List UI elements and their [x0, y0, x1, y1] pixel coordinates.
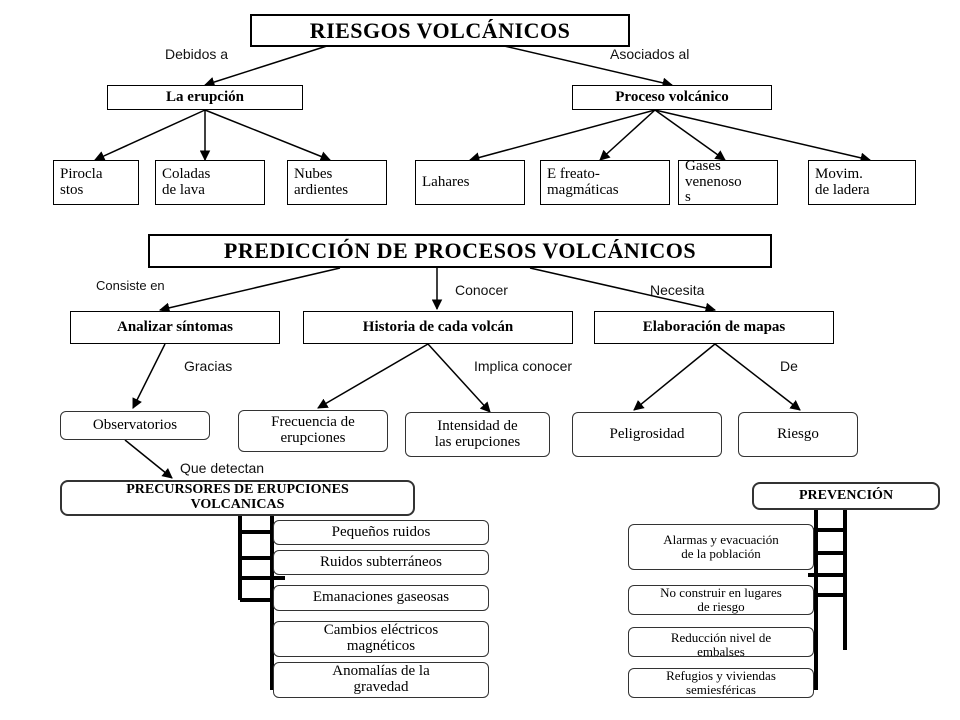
elaboracion-mapas-node: Elaboración de mapas — [594, 311, 834, 344]
gases-text: Gases venenoso s — [685, 160, 742, 205]
connector-gases — [654, 109, 726, 161]
freatomagmaticas-text: E freato- magmáticas — [547, 165, 619, 198]
connector-lahares — [468, 109, 656, 163]
connector-piroclastos — [94, 109, 206, 161]
prevencion-text: PREVENCIÓN — [798, 487, 894, 503]
prediccion-title: PREDICCIÓN DE PROCESOS VOLCÁNICOS — [148, 234, 772, 268]
intensidad-text: Intensidad de las erupciones — [434, 417, 521, 450]
connector-gracias — [132, 343, 166, 409]
proceso-volcanico-node: Proceso volcánico — [572, 85, 772, 110]
analizar-text: Analizar síntomas — [117, 318, 233, 335]
prevencion-text-2: Reducción nivel de embalses — [670, 630, 772, 657]
precursor-text-1: Ruidos subterráneos — [319, 553, 443, 570]
connector-necesita — [529, 267, 717, 314]
proceso-text: Proceso volcánico — [615, 88, 729, 105]
prevencion-text-0: Alarmas y evacuación de la población — [663, 532, 779, 561]
prediccion-title-text: PREDICCIÓN DE PROCESOS VOLCÁNICOS — [223, 238, 697, 264]
connector-riesgo — [714, 343, 801, 411]
movim-text: Movim. de ladera — [815, 165, 870, 198]
connector-nubes — [204, 109, 331, 162]
label-de: De — [780, 358, 798, 374]
precursores-text: PRECURSORES DE ERUPCIONES VOLCANICAS — [126, 482, 349, 512]
freatomagmaticas-node: E freato- magmáticas — [540, 160, 670, 205]
erupcion-text: La erupción — [166, 88, 244, 105]
prevencion-alarmas: Alarmas y evacuación de la población — [628, 524, 814, 570]
nubes-text: Nubes ardientes — [294, 165, 349, 198]
prevencion-text-3: Refugios y viviendas semiesféricas — [666, 668, 776, 697]
label-asociados: Asociados al — [610, 46, 690, 62]
prevencion-refugios: Refugios y viviendas semiesféricas — [628, 668, 814, 698]
connector-intensidad — [427, 343, 491, 413]
riesgo-node: Riesgo — [738, 412, 858, 457]
frecuencia-node: Frecuencia de erupciones — [238, 410, 388, 452]
connector-consiste — [158, 267, 341, 313]
precursor-emanaciones: Emanaciones gaseosas — [273, 585, 489, 611]
piroclastos-node: Pirocla stos — [53, 160, 139, 205]
label-gracias: Gracias — [184, 358, 233, 374]
connector-detectan — [124, 439, 173, 479]
observatorios-node: Observatorios — [60, 411, 210, 440]
prevencion-reduccion-embalses: Reducción nivel de embalses — [628, 627, 814, 657]
prevencion-no-construir: No construir en lugares de riesgo — [628, 585, 814, 615]
precursor-ruidos-subterraneos: Ruidos subterráneos — [273, 550, 489, 575]
connector-asociados — [499, 44, 674, 88]
nubes-node: Nubes ardientes — [287, 160, 387, 205]
connector-freatomagmaticas — [599, 109, 656, 161]
riesgo-text: Riesgo — [777, 425, 819, 442]
historia-text: Historia de cada volcán — [362, 318, 514, 335]
mapas-text: Elaboración de mapas — [642, 318, 786, 335]
piroclastos-text: Pirocla stos — [60, 165, 103, 198]
coladas-text: Coladas de lava — [162, 165, 211, 198]
precursor-text-2: Emanaciones gaseosas — [312, 589, 450, 606]
label-debidos: Debidos a — [165, 46, 229, 62]
precursor-pequenos-ruidos: Pequeños ruidos — [273, 520, 489, 545]
precursor-text-3: Cambios eléctricos magnéticos — [323, 622, 439, 654]
analizar-sintomas-node: Analizar síntomas — [70, 311, 280, 344]
precursor-text-4: Anomalías de la gravedad — [332, 663, 430, 695]
coladas-node: Coladas de lava — [155, 160, 265, 205]
connector-frecuencia — [317, 343, 429, 409]
frecuencia-text: Frecuencia de erupciones — [271, 414, 355, 446]
label-implica: Implica conocer — [474, 358, 573, 374]
precursores-node: PRECURSORES DE ERUPCIONES VOLCANICAS — [60, 480, 415, 516]
observatorios-text: Observatorios — [92, 416, 178, 433]
peligrosidad-text: Peligrosidad — [609, 425, 685, 442]
precursor-text-0: Pequeños ruidos — [331, 523, 431, 540]
label-detectan: Que detectan — [180, 460, 265, 476]
movim-ladera-node: Movim. de ladera — [808, 160, 916, 205]
connector-debidos — [203, 44, 331, 88]
connector-peligrosidad — [633, 343, 716, 411]
precursor-cambios-electricos: Cambios eléctricos magnéticos — [273, 621, 489, 657]
label-necesita: Necesita — [650, 282, 705, 298]
intensidad-node: Intensidad de las erupciones — [405, 412, 550, 457]
precursor-anomalias-gravedad: Anomalías de la gravedad — [273, 662, 489, 698]
lahares-node: Lahares — [415, 160, 525, 205]
erupcion-node: La erupción — [107, 85, 303, 110]
riesgos-title-text: RIESGOS VOLCÁNICOS — [309, 17, 571, 43]
prevencion-text-1: No construir en lugares de riesgo — [660, 585, 782, 614]
gases-node: Gases venenoso s — [678, 160, 778, 205]
label-conocer: Conocer — [455, 282, 508, 298]
riesgos-volcanicos-title: RIESGOS VOLCÁNICOS — [250, 14, 630, 47]
prevencion-node: PREVENCIÓN — [752, 482, 940, 510]
prevencion-bracket — [808, 510, 847, 690]
lahares-text: Lahares — [422, 173, 470, 190]
historia-volcan-node: Historia de cada volcán — [303, 311, 573, 344]
connector-movim — [654, 109, 872, 163]
label-consiste: Consiste en — [96, 278, 165, 293]
peligrosidad-node: Peligrosidad — [572, 412, 722, 457]
